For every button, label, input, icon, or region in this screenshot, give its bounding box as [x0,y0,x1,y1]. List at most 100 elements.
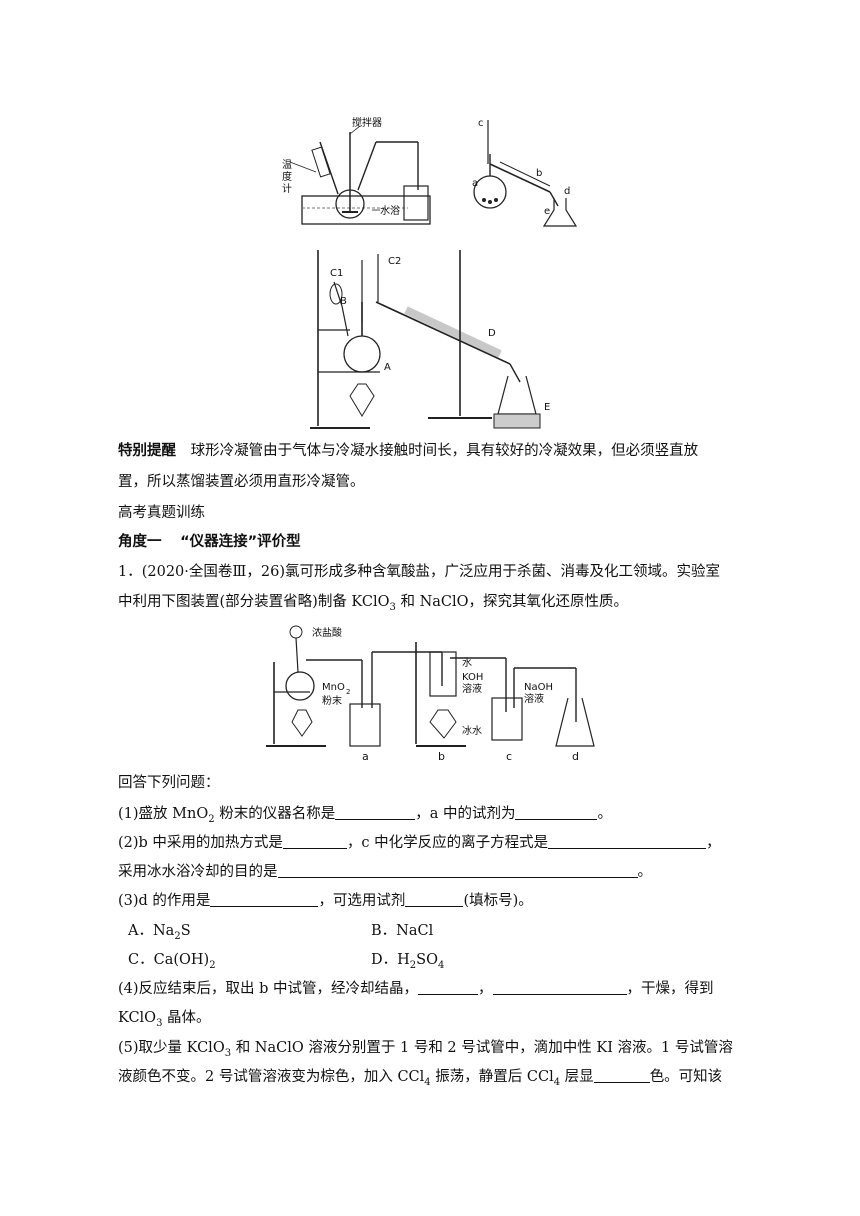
question-intro-1: 1．(2020·全国卷Ⅲ，26)氯可形成多种含氧酸盐，广泛应用于杀菌、消毒及化工… [118,562,743,582]
angle-subtitle: “仪器连接”评价型 [180,534,301,550]
option-d-sub-1: 2 [409,959,417,971]
q3-blank-2[interactable] [405,892,464,907]
tip-title: 特别提醒 [118,443,176,459]
option-c[interactable]: C．Ca(OH)2 [128,950,216,976]
q1-text-c: ，a 中的试剂为 [415,806,516,822]
q4-text-a: (4)反应结束后，取出 b 中试管，经冷却结晶， [118,981,419,997]
q2-line2-text-b: 。 [637,864,653,880]
q5-line2-text-c: 层显 [560,1069,594,1085]
tip-line-1: 特别提醒 球形冷凝管由于气体与冷凝水接触时间长，具有较好的冷凝效果，但必须竖直放 [118,441,743,461]
q4-text-b: ， [478,981,493,997]
tip-text-1: 球形冷凝管由于气体与冷凝水接触时间长，具有较好的冷凝效果，但必须竖直放 [190,443,699,459]
option-c-sub: 2 [209,959,216,971]
label-water-bath: 水浴 [380,205,400,217]
q5-line2-text-b: 振荡，静置后 CCl [430,1069,554,1085]
label-naoh: NaOH [524,682,553,693]
figure-kclo3-apparatus: 浓盐酸 MnO 2 粉末 水 KOH 溶液 冰水 NaOH 溶液 a b c d [266,622,602,762]
q5-text-b: 和 NaClO 溶液分别置于 1 号和 2 号试管中，滴加中性 KI 溶液。1 … [231,1040,733,1056]
option-d-text: D．H [371,952,410,968]
label-d: d [564,186,570,197]
q2-text-a: (2)b 中采用的加热方式是 [118,835,283,851]
q4-line2-text-a: KClO [118,1010,157,1026]
q1-blank-2[interactable] [515,805,598,820]
label-conc-hcl: 浓盐酸 [312,626,342,639]
option-a-text-b: S [180,923,191,939]
label-koh: KOH [462,672,483,683]
q4-line2-text-b: 晶体。 [162,1010,211,1026]
option-b[interactable]: B．NaCl [371,921,433,941]
q3-blank-1[interactable] [210,892,319,907]
angle-heading: 角度一 “仪器连接”评价型 [118,532,743,552]
label-d: d [572,750,579,762]
option-d-sub-2: 4 [437,959,445,971]
figure-distillation-small: c a b d e [470,114,590,230]
q4-line-1: (4)反应结束后，取出 b 中试管，经冷却结晶， ， ，干燥，得到 [118,979,743,999]
q3-text-b: ，可选用试剂 [318,893,406,909]
q1-text-b: 粉末的仪器名称是 [214,806,336,822]
label-c: c [506,750,512,762]
q5-text-a: (5)取少量 KClO [118,1040,225,1056]
label-thermometer-1: 温 [282,159,292,171]
q5-blank-1[interactable] [593,1068,650,1083]
label-c: c [478,118,484,129]
intro-text-1: 1．(2020·全国卷Ⅲ，26)氯可形成多种含氧酸盐，广泛应用于杀菌、消毒及化工… [118,564,720,580]
q1-text-a: (1)盛放 MnO [118,806,209,822]
figure-distillation-stand: C1 C2 B A D E [310,246,570,434]
q5-sub-1: 3 [224,1047,232,1059]
answer-prompt-text: 回答下列问题： [118,775,220,791]
q2-blank-2[interactable] [548,834,707,849]
q1-line: (1)盛放 MnO2 粉末的仪器名称是 ，a 中的试剂为 。 [118,804,743,830]
label-mno2-sub: 2 [346,688,350,696]
label-a: a [472,178,478,189]
label-ice-water: 冰水 [462,724,482,737]
figure-water-bath-apparatus: 搅拌器 温 度 计 水浴 [280,112,440,228]
label-a: A [384,362,391,373]
q5-line2-sub-2: 4 [553,1076,561,1088]
q4-line2-sub: 3 [156,1017,163,1029]
q5-line-1: (5)取少量 KClO3 和 NaClO 溶液分别置于 1 号和 2 号试管中，… [118,1038,743,1064]
q3-text-c: (填标号)。 [463,893,533,909]
tip-text-2: 置，所以蒸馏装置必须用直形冷凝管。 [118,474,365,490]
label-e: e [544,206,550,217]
q1-text-d: 。 [597,806,612,822]
q4-blank-2[interactable] [492,980,627,995]
q2-line-1: (2)b 中采用的加热方式是 ，c 中化学反应的离子方程式是 ， [118,833,743,853]
q1-blank-1[interactable] [335,805,416,820]
option-d[interactable]: D．H2SO4 [371,950,444,976]
q5-line2-text-a: 液颜色不变。2 号试管溶液变为棕色，加入 CCl [118,1069,425,1085]
q4-blank-1[interactable] [418,980,479,995]
q2-blank-1[interactable] [282,834,347,849]
label-stirrer: 搅拌器 [352,116,382,129]
intro-text-2a: 中利用下图装置(部分装置省略)制备 KClO [118,594,390,610]
option-a[interactable]: A．Na2S [128,921,191,947]
q1-sub: 2 [208,813,215,825]
label-naoh-solution: 溶液 [524,692,544,705]
label-b: B [340,296,347,307]
q4-line-2: KClO3 晶体。 [118,1008,743,1034]
q5-line-2: 液颜色不变。2 号试管溶液变为棕色，加入 CCl4 振荡，静置后 CCl4 层显… [118,1067,743,1093]
q3-line: (3)d 的作用是 ，可选用试剂 (填标号)。 [118,891,743,911]
option-c-text: C．Ca(OH) [128,952,210,968]
answer-prompt: 回答下列问题： [118,773,743,793]
label-b: b [438,750,445,762]
q2-text-c: ， [706,835,721,851]
q5-line2-text-d: 色。可知该 [649,1069,723,1085]
intro-text-2b: 和 NaClO，探究其氧化还原性质。 [395,594,629,610]
q2-line2-text-a: 采用冰水浴冷却的目的是 [118,864,278,880]
label-c2: C2 [388,256,401,267]
q2-blank-3[interactable] [277,863,638,878]
section-title-text: 高考真题训练 [118,505,205,521]
label-mno2: MnO [322,682,345,693]
label-water: 水 [462,657,472,669]
angle-title: 角度一 [118,534,162,550]
label-a: a [362,750,369,762]
label-thermometer-3: 计 [282,182,292,195]
q4-text-c: ，干燥，得到 [626,981,714,997]
question-intro-2: 中利用下图装置(部分装置省略)制备 KClO3 和 NaClO，探究其氧化还原性… [118,592,743,618]
intro-sub: 3 [389,601,396,613]
label-e: E [544,402,550,413]
label-c1: C1 [330,268,343,279]
section-title: 高考真题训练 [118,503,743,523]
q3-text-a: (3)d 的作用是 [118,893,211,909]
q2-text-b: ，c 中化学反应的离子方程式是 [346,835,549,851]
